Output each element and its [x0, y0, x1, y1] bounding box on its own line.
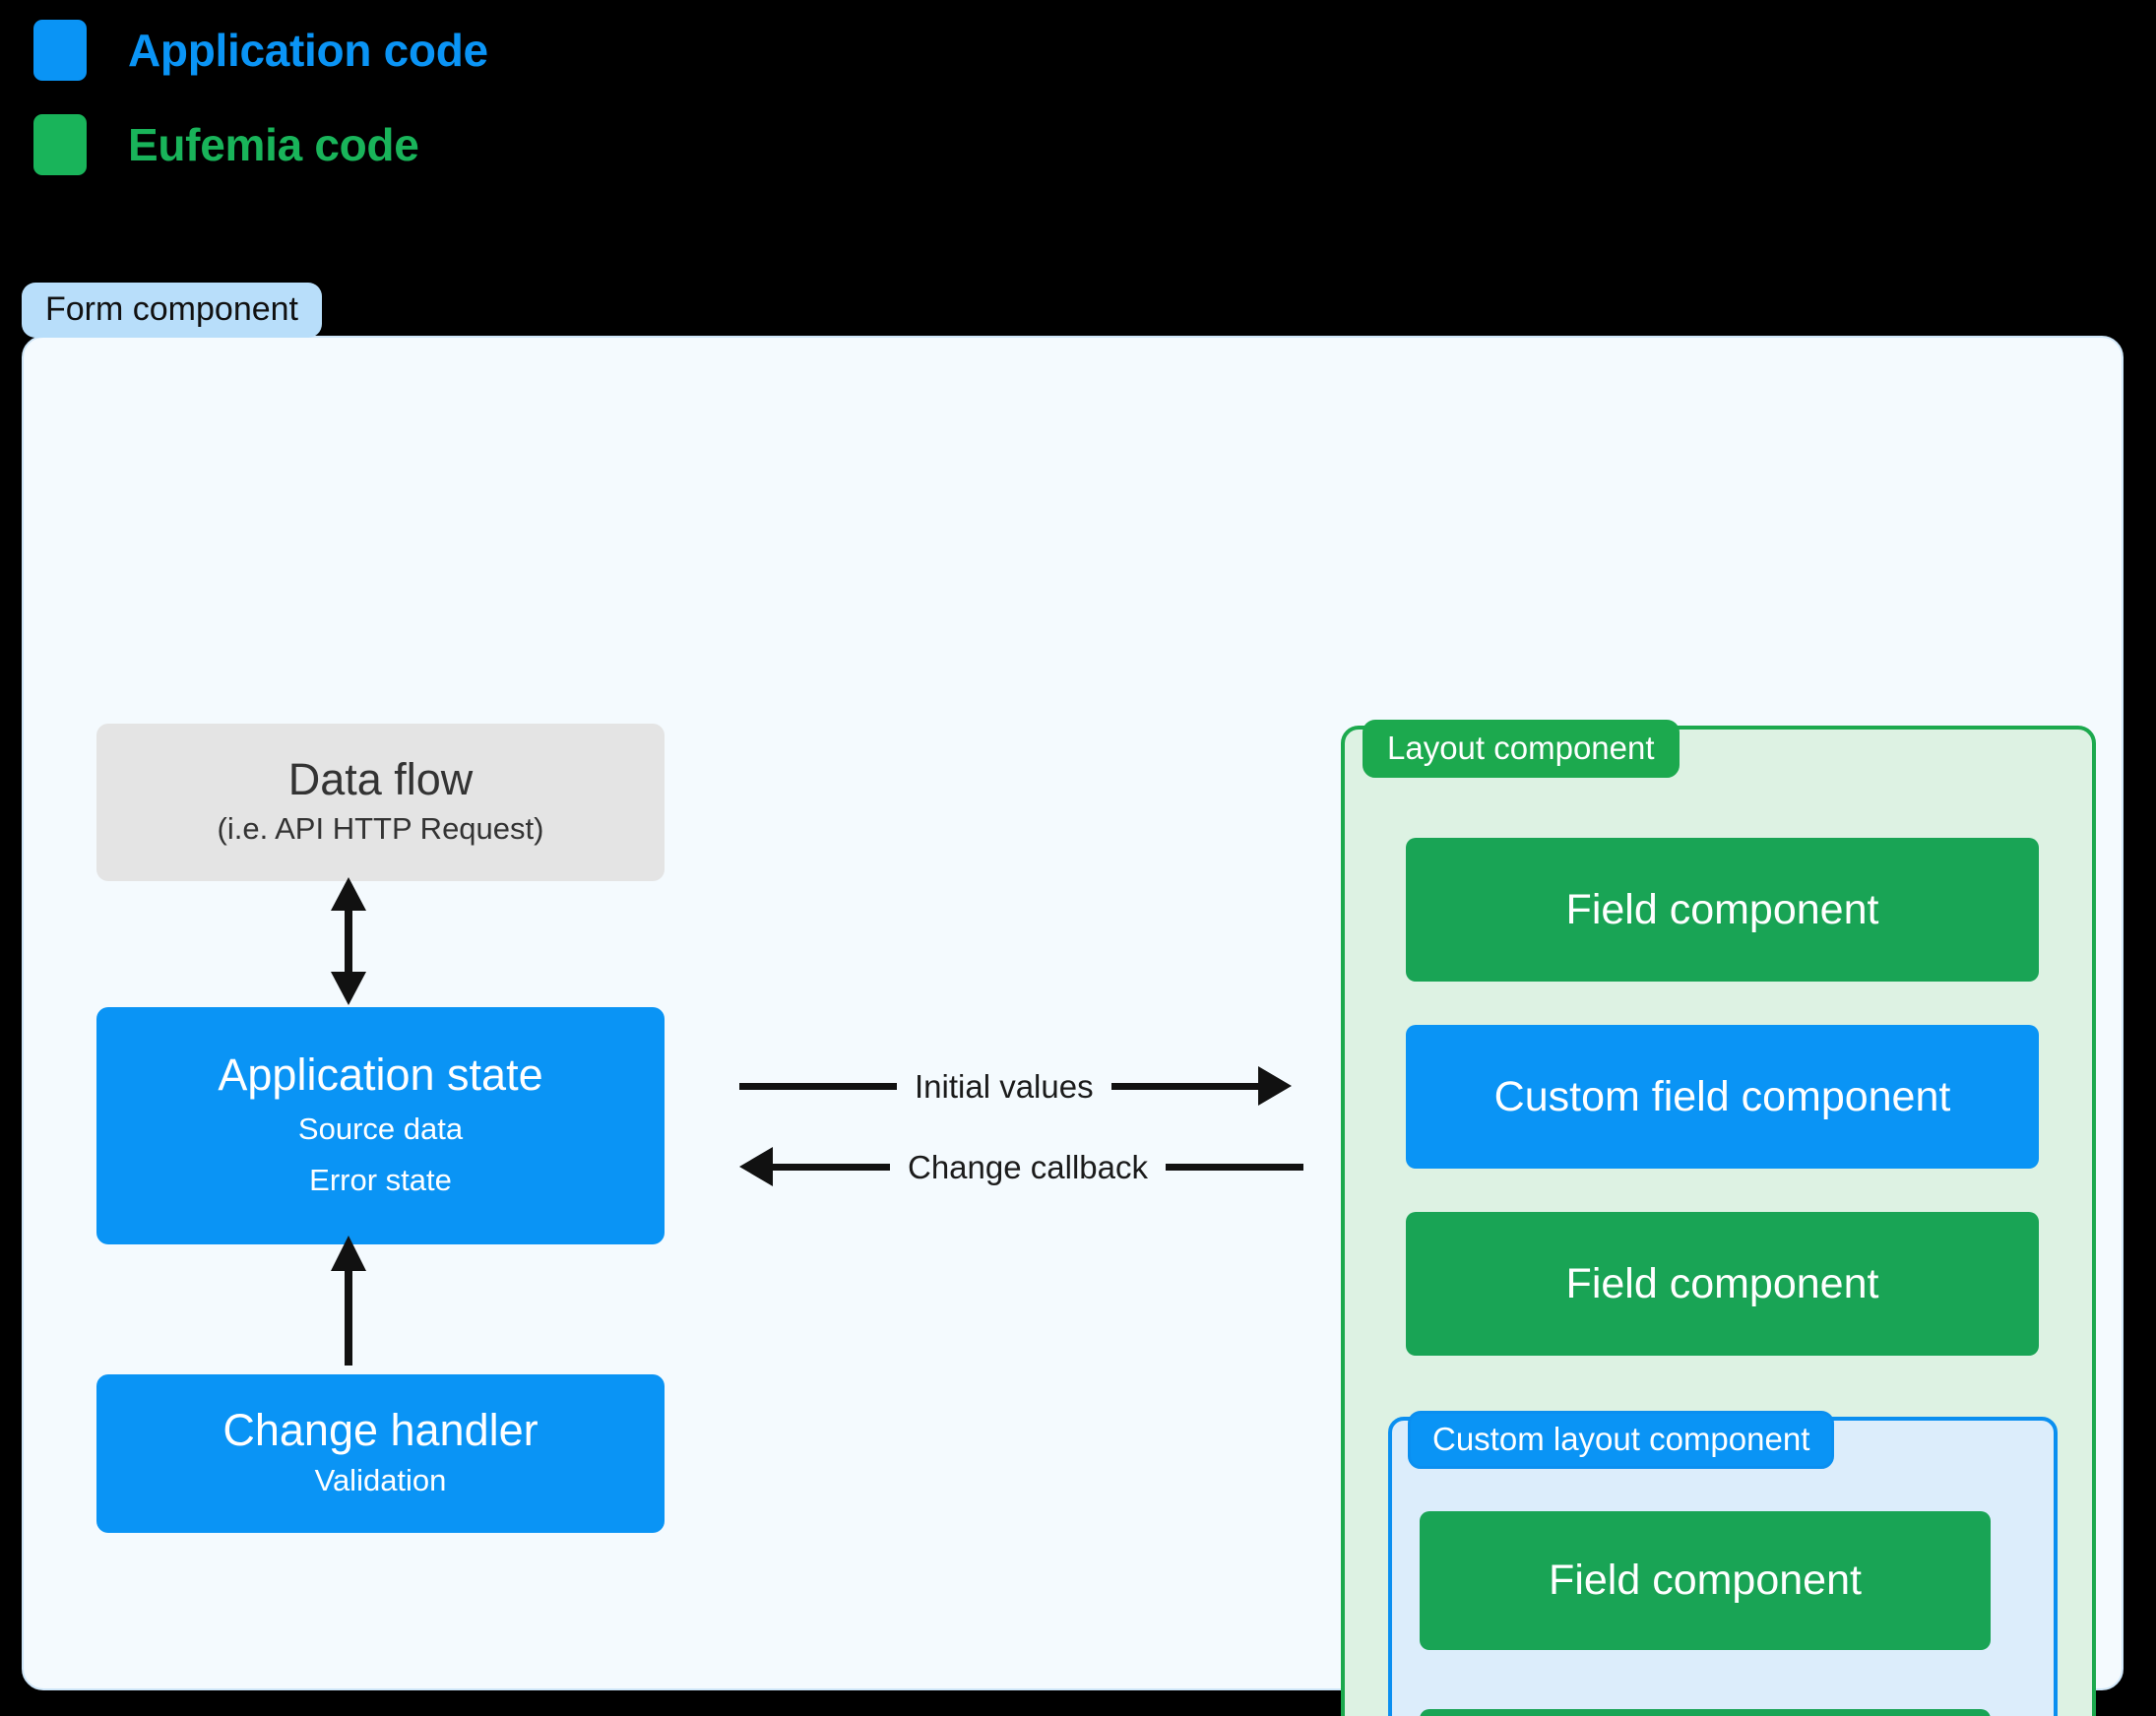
green-square-swatch-icon — [33, 114, 87, 175]
custom-field-component: Custom field component — [1406, 1025, 2039, 1169]
legend-label-application-code: Application code — [128, 25, 488, 76]
application-state-box: Application state Source data Error stat… — [96, 1007, 665, 1244]
initial-values-line-right — [1110, 1082, 1259, 1090]
change-callback-connector: Change callback — [739, 1147, 1303, 1186]
legend-item-eufemia-code: Eufemia code — [33, 114, 488, 175]
change-callback-line-right — [1166, 1163, 1303, 1171]
application-state-subline-error-state: Error state — [309, 1163, 452, 1198]
initial-values-label: Initial values — [915, 1067, 1094, 1105]
field-component-2: Field component — [1406, 1212, 2039, 1356]
initial-values-connector: Initial values — [739, 1066, 1292, 1106]
data-flow-title: Data flow — [287, 754, 474, 805]
up-arrow-icon — [331, 1236, 366, 1366]
legend-label-eufemia-code: Eufemia code — [128, 119, 419, 170]
change-handler-box: Change handler Validation — [96, 1374, 665, 1533]
form-component-container: Data flow (i.e. API HTTP Request) Applic… — [22, 336, 2124, 1716]
data-flow-box: Data flow (i.e. API HTTP Request) — [96, 724, 665, 881]
initial-values-line-left — [739, 1082, 897, 1090]
field-component-3: Field component — [1420, 1511, 1991, 1650]
field-component-4: Field component — [1420, 1709, 1991, 1716]
form-component-badge: Form component — [22, 283, 322, 338]
legend: Application code Eufemia code — [33, 20, 488, 209]
change-handler-subline-validation: Validation — [314, 1463, 447, 1498]
change-handler-title: Change handler — [222, 1404, 539, 1455]
blue-square-swatch-icon — [33, 20, 87, 81]
application-state-title: Application state — [218, 1049, 543, 1100]
double-headed-vertical-arrow-icon — [331, 877, 366, 1005]
custom-layout-component-container: Custom layout component Field component … — [1388, 1411, 2058, 1716]
layout-component-container: Layout component Field component Custom … — [1341, 720, 2096, 1716]
legend-item-application-code: Application code — [33, 20, 488, 81]
arrow-right-head-icon — [1257, 1066, 1292, 1106]
data-flow-subtitle: (i.e. API HTTP Request) — [217, 810, 544, 846]
custom-layout-component-badge: Custom layout component — [1408, 1411, 1835, 1469]
change-callback-label: Change callback — [908, 1148, 1148, 1185]
change-callback-line-left — [772, 1163, 890, 1171]
arrow-left-head-icon — [739, 1147, 773, 1186]
field-component-1: Field component — [1406, 838, 2039, 982]
application-state-subline-source-data: Source data — [297, 1112, 464, 1147]
layout-component-badge: Layout component — [1363, 720, 1680, 778]
